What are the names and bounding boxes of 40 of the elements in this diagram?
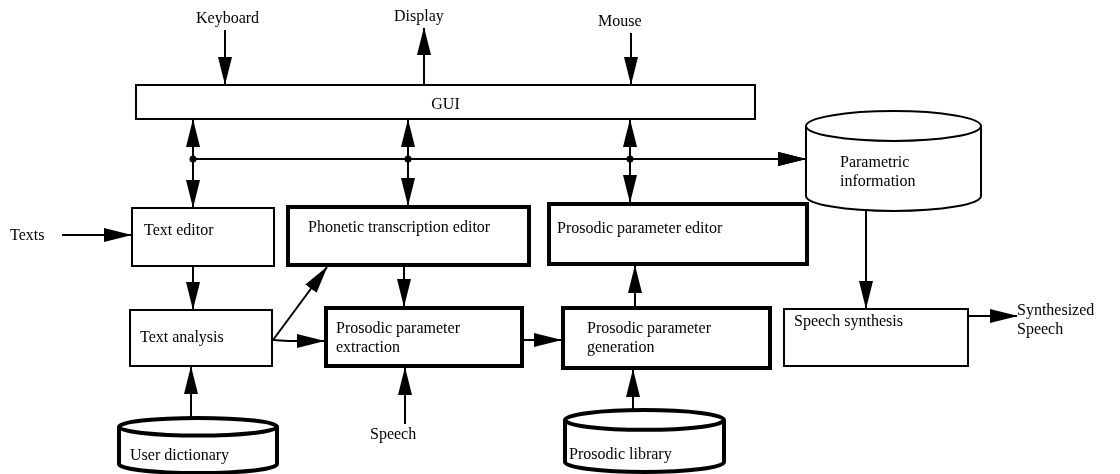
arrow — [186, 266, 200, 310]
node-label: Text editor — [144, 220, 214, 239]
node-label: Prosodic parameter extraction — [336, 318, 461, 356]
node-label: Text analysis — [140, 327, 224, 346]
io-label: Keyboard — [196, 8, 260, 27]
node-label: GUI — [431, 94, 460, 113]
process-box — [131, 207, 275, 267]
node-label: Prosodic library — [569, 444, 672, 463]
node-label: Prosodic parameter editor — [557, 218, 723, 237]
arrow — [397, 266, 411, 307]
io-label: Mouse — [598, 11, 642, 30]
process-box — [547, 202, 809, 266]
arrow — [628, 265, 642, 307]
arrow — [968, 309, 1018, 323]
process-box — [286, 205, 531, 267]
arrow — [61, 228, 132, 242]
arrow — [859, 210, 873, 309]
node-label: Phonetic transcription editor — [308, 217, 491, 236]
node-label: Parametric information — [840, 152, 917, 190]
node-label: Prosodic parameter generation — [587, 318, 712, 356]
process-box — [783, 308, 969, 367]
io-label: Display — [394, 6, 444, 25]
arrow — [398, 367, 412, 425]
arrow — [624, 32, 638, 85]
gui-bar — [135, 84, 756, 120]
process-box — [324, 306, 524, 368]
io-label: Speech — [370, 424, 417, 443]
arrow — [626, 369, 640, 411]
node-label: User dictionary — [130, 445, 230, 464]
arrow — [184, 366, 198, 419]
arrow — [523, 333, 562, 347]
arrow — [272, 334, 325, 348]
process-box — [129, 309, 273, 367]
arrow — [218, 29, 232, 85]
arrow — [272, 266, 328, 341]
node-label: Speech synthesis — [794, 311, 903, 330]
arrow — [417, 27, 431, 85]
process-box — [561, 306, 772, 370]
io-label: Synthesized Speech — [1017, 300, 1096, 338]
io-label: Texts — [10, 225, 45, 244]
